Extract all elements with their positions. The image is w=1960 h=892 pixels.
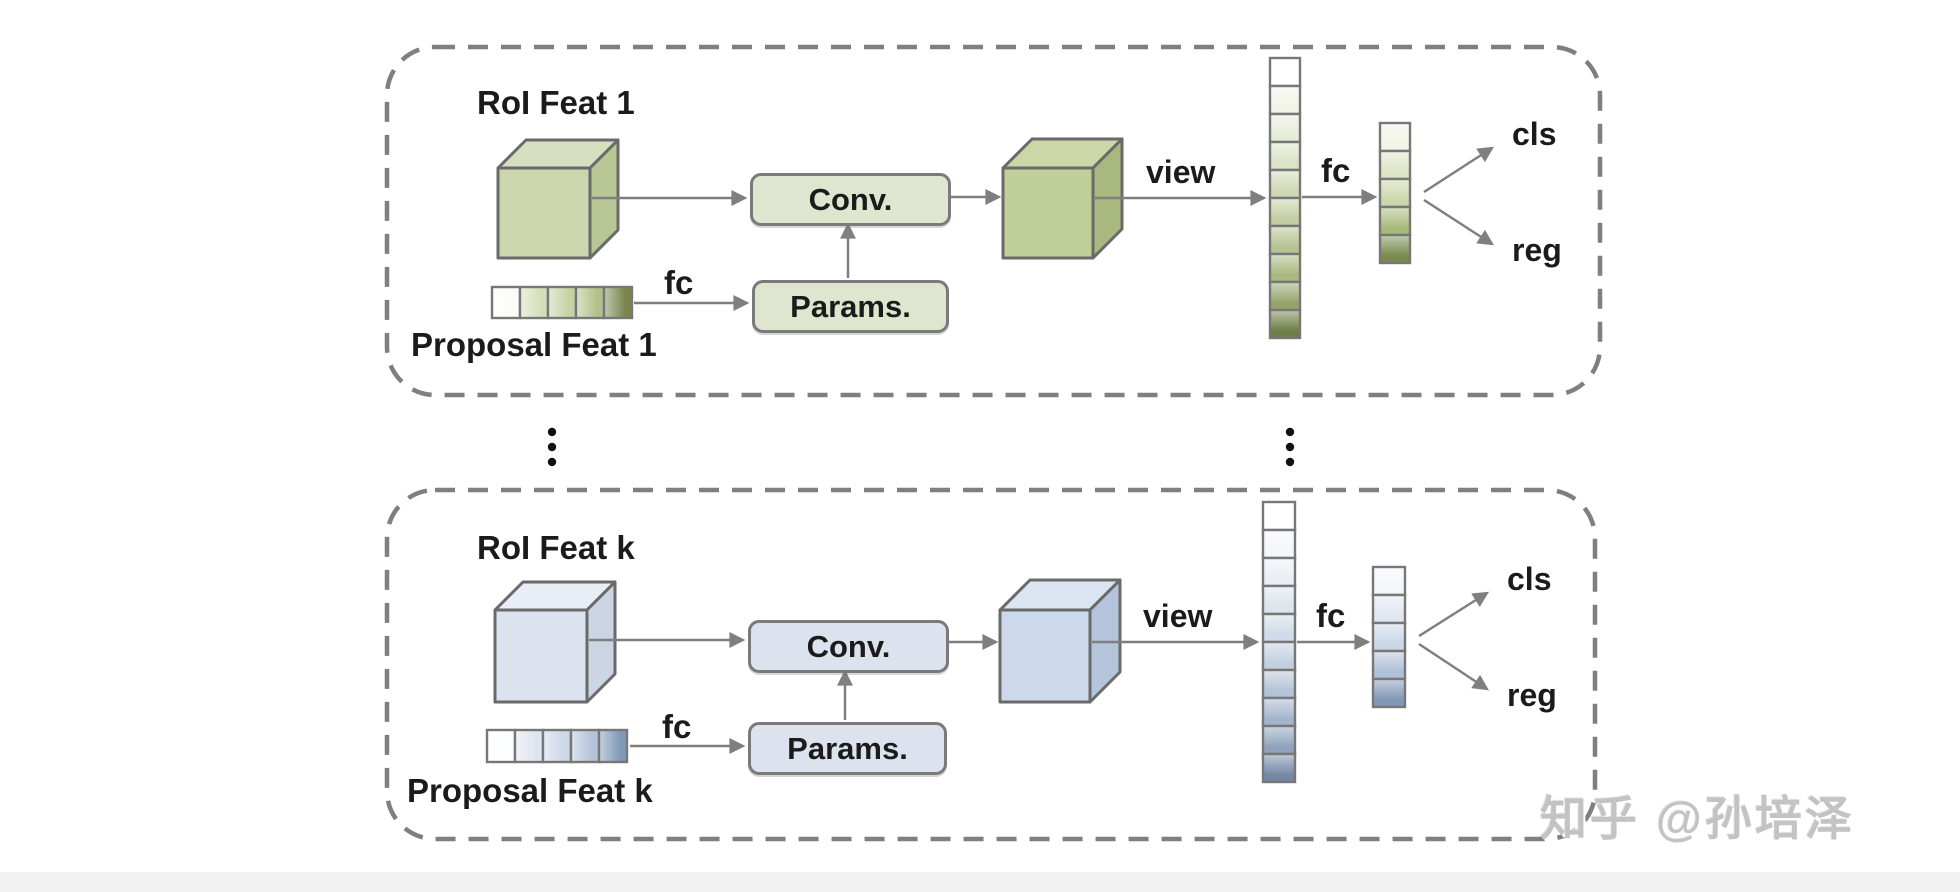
panel-k-fc-out-label: fc: [1316, 597, 1346, 634]
strip-cell: [1268, 56, 1302, 88]
strip-cell: [1261, 724, 1297, 756]
strip-cell: [1261, 556, 1297, 588]
strip-cell: [1261, 500, 1297, 532]
strip-cell: [1268, 84, 1302, 116]
strip-cell: [490, 285, 522, 320]
strip-cell: [1268, 224, 1302, 256]
ellipsis-left-icon: [547, 427, 557, 467]
strip-cell: [1268, 252, 1302, 284]
panel-k-params-box: Params.: [748, 722, 947, 775]
strip-cell: [1261, 668, 1297, 700]
panel-k-conv-box: Conv.: [748, 620, 949, 673]
panel-k-roi-feat-label: RoI Feat k: [477, 529, 635, 566]
strip-cell: [602, 285, 634, 320]
panel-1-reg-label: reg: [1512, 232, 1562, 268]
strip-cell: [1261, 584, 1297, 616]
panel-k-view-label: view: [1143, 598, 1213, 634]
strip-cell: [1261, 696, 1297, 728]
panel-k-fc-in-label: fc: [662, 708, 692, 745]
panel-1-roi-cube: [496, 138, 620, 260]
strip-cell: [1371, 621, 1407, 653]
conv-box-label: Conv.: [806, 628, 891, 664]
strip-cell: [513, 728, 545, 764]
arrow-to-cls: [1423, 146, 1495, 194]
panel-k-proposal-strip: [485, 728, 629, 764]
page-bottom-edge: [0, 872, 1960, 892]
strip-cell: [574, 285, 606, 320]
strip-cell: [1378, 177, 1412, 209]
strip-cell: [1371, 649, 1407, 681]
strip-cell: [1261, 528, 1297, 560]
panel-k-fc-vector-strip: [1371, 565, 1407, 709]
strip-cell: [1378, 233, 1412, 265]
ellipsis-right-icon: [1285, 427, 1295, 467]
strip-cell: [1378, 205, 1412, 237]
strip-cell: [1268, 112, 1302, 144]
panel-k-roi-cube: [493, 580, 617, 704]
arrow-to-cls: [1418, 591, 1490, 638]
panel-k-cls-label: cls: [1507, 561, 1552, 597]
panel-k-arrows: [589, 591, 1490, 755]
panel-1-params-box: Params.: [752, 280, 949, 333]
zhihu-watermark: 知乎 @孙培泽: [1540, 792, 1855, 845]
strip-cell: [1261, 640, 1297, 672]
panel-1-view-label: view: [1146, 154, 1216, 190]
panel-1-conv-box: Conv.: [750, 173, 951, 226]
strip-cell: [541, 728, 573, 764]
strip-cell: [1371, 565, 1407, 597]
strip-cell: [1268, 280, 1302, 312]
strip-cell: [518, 285, 550, 320]
panel-1-roi-feat-label: RoI Feat 1: [477, 84, 635, 121]
strip-cell: [1371, 593, 1407, 625]
panel-1-cls-label: cls: [1512, 116, 1557, 152]
panel-1-fc-vector-strip: [1378, 121, 1412, 265]
params-box-label: Params.: [787, 730, 908, 766]
params-box-label: Params.: [790, 288, 911, 324]
strip-cell: [1268, 168, 1302, 200]
strip-cell: [546, 285, 578, 320]
panel-1-proposal-feat-label: Proposal Feat 1: [411, 326, 657, 363]
strip-cell: [569, 728, 601, 764]
strip-cell: [1261, 752, 1297, 784]
strip-cell: [1268, 196, 1302, 228]
panel-1-fc-in-label: fc: [664, 264, 694, 301]
strip-cell: [1378, 121, 1412, 153]
strip-cell: [1371, 677, 1407, 709]
conv-box-label: Conv.: [808, 181, 893, 217]
panel-k-reg-label: reg: [1507, 677, 1557, 713]
strip-cell: [1378, 149, 1412, 181]
panel-1-fc-out-label: fc: [1321, 152, 1351, 189]
panel-1-arrows: [592, 146, 1495, 312]
strip-cell: [1261, 612, 1297, 644]
strip-cell: [1268, 140, 1302, 172]
arrow-to-reg: [1423, 198, 1495, 246]
panel-1-proposal-strip: [490, 285, 634, 320]
panel-k-proposal-feat-label: Proposal Feat k: [407, 772, 653, 809]
strip-cell: [597, 728, 629, 764]
arrow-to-reg: [1418, 642, 1490, 691]
panel-1-view-vector-strip: [1268, 56, 1302, 340]
panel-k-view-vector-strip: [1261, 500, 1297, 784]
strip-cell: [485, 728, 517, 764]
strip-cell: [1268, 308, 1302, 340]
